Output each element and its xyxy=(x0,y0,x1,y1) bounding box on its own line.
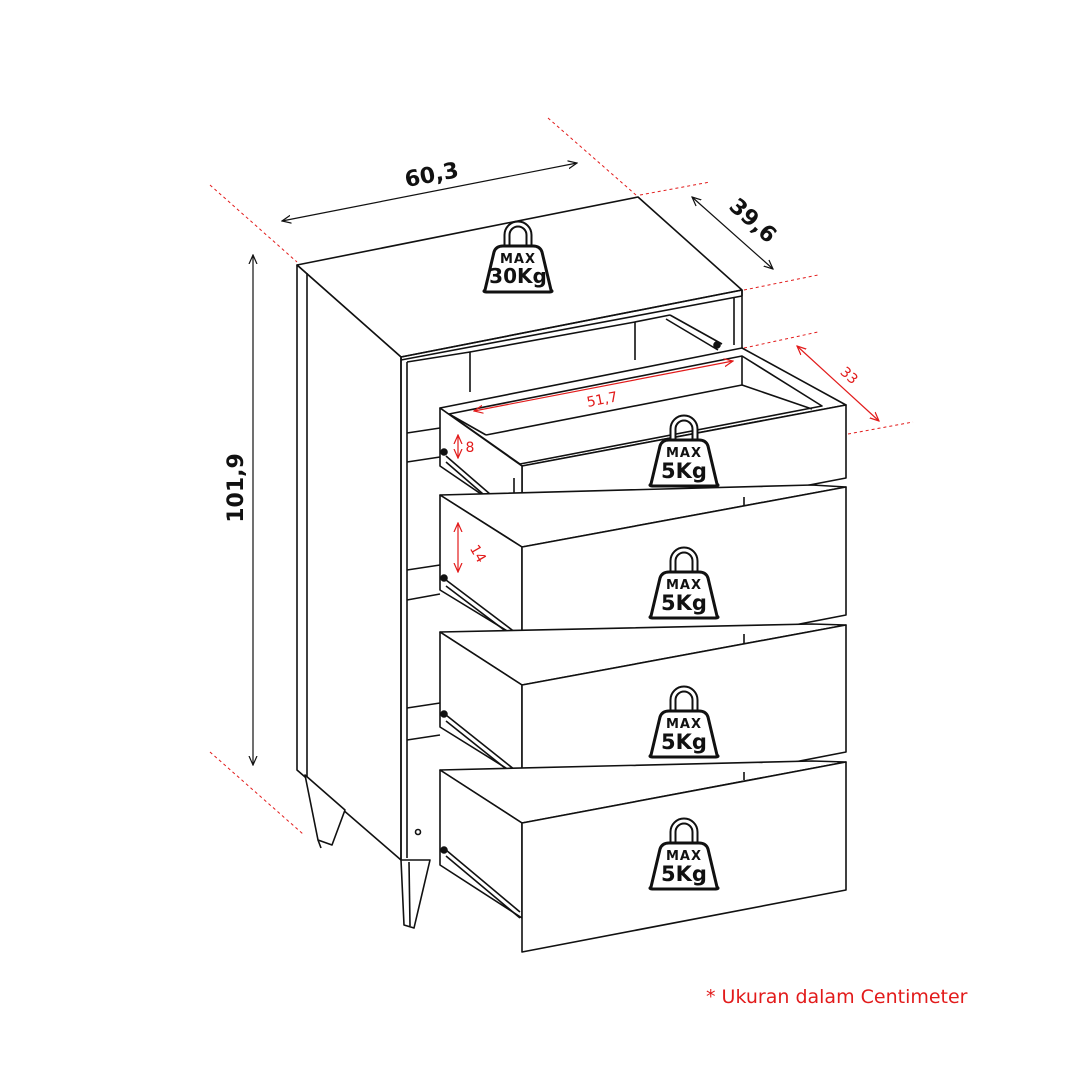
depth-dimension-line xyxy=(692,197,773,269)
dimension-lines xyxy=(253,163,773,765)
top-drawer-height-label: 8 xyxy=(466,440,475,456)
width-dimension-line xyxy=(282,163,577,221)
weight-max-label: MAX xyxy=(666,578,702,593)
weight-icon: MAX 5Kg xyxy=(650,550,718,618)
extension-lines xyxy=(209,117,914,835)
weight-max-label: MAX xyxy=(666,849,702,864)
weight-icon: MAX 5Kg xyxy=(650,821,718,889)
weight-max-label: MAX xyxy=(666,717,702,732)
weight-value-label: 5Kg xyxy=(661,591,707,615)
weight-value-label: 30Kg xyxy=(489,264,547,288)
drawer-height-label: 14 xyxy=(466,542,489,566)
drawer-dimension-lines xyxy=(458,346,879,572)
depth-label: 39,6 xyxy=(724,194,781,249)
weight-max-label: MAX xyxy=(666,446,702,461)
drawer-inner-width-line xyxy=(474,361,733,411)
weight-icon: MAX 5Kg xyxy=(650,418,718,486)
cabinet-side xyxy=(296,264,402,861)
drawer-inner-depth-line xyxy=(797,346,879,421)
weight-icon: MAX 30Kg xyxy=(484,224,552,292)
weight-value-label: 5Kg xyxy=(661,459,707,483)
weight-max-label: MAX xyxy=(500,252,536,267)
drawer-inner-depth-label: 33 xyxy=(837,364,861,388)
weight-icon: MAX 5Kg xyxy=(650,689,718,757)
height-label: 101,9 xyxy=(224,453,249,523)
weight-value-label: 5Kg xyxy=(661,862,707,886)
units-footnote: * Ukuran dalam Centimeter xyxy=(706,986,968,1008)
drawer-inner-width-label: 51,7 xyxy=(585,389,619,411)
leg-left xyxy=(304,774,346,846)
weight-value-label: 5Kg xyxy=(661,730,707,754)
leg-front xyxy=(400,859,431,929)
furniture-lines xyxy=(296,196,847,953)
